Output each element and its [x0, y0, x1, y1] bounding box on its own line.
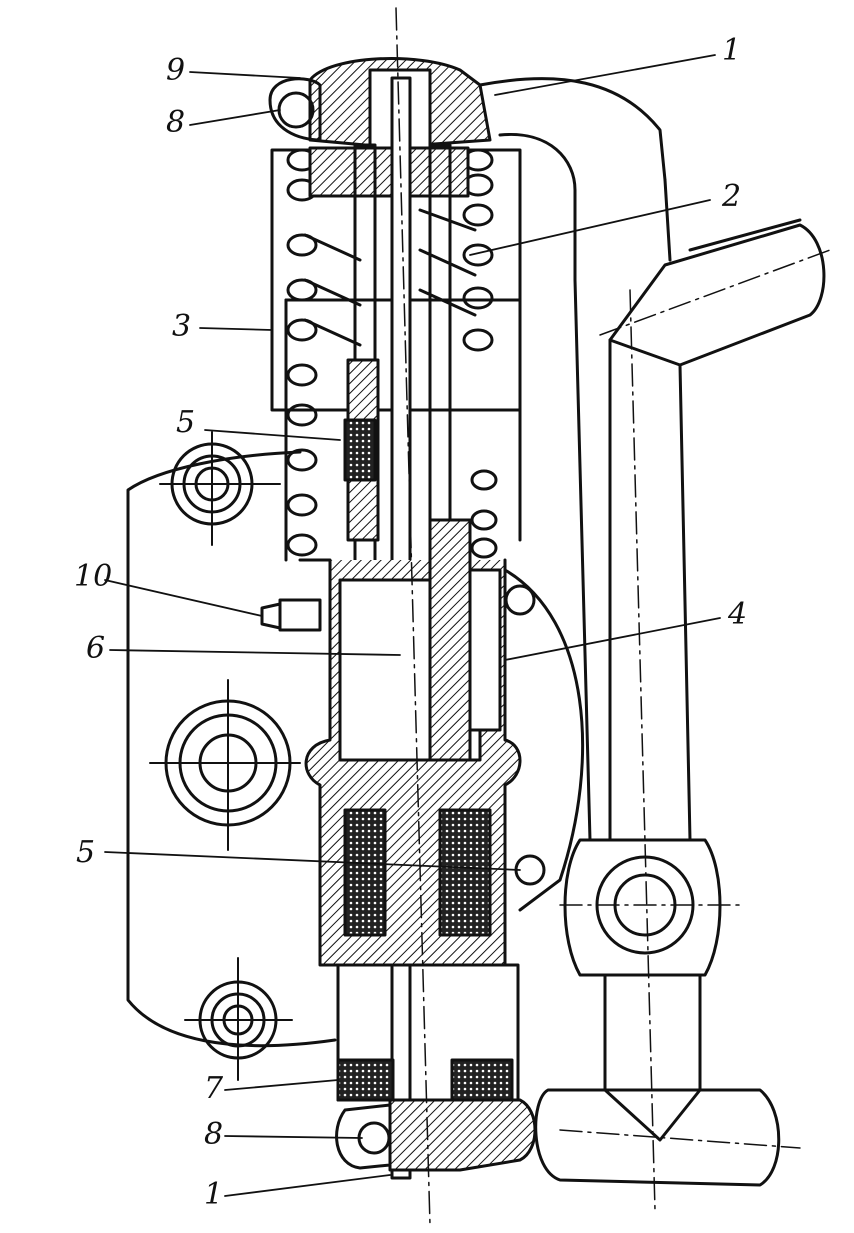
callout-8-bottom: 8	[204, 1117, 224, 1152]
callout-3: 3	[172, 309, 192, 344]
leader-lines	[104, 54, 721, 1197]
callout-4: 4	[728, 597, 748, 632]
packing-upper	[343, 418, 377, 482]
bottom-eye-icon	[335, 1103, 392, 1170]
callout-1-top: 1	[722, 33, 742, 68]
callout-6: 6	[86, 631, 106, 666]
callout-5-upper: 5	[176, 405, 196, 440]
bolt-lower-icon	[184, 957, 293, 1081]
callout-8-top: 8	[166, 105, 186, 140]
callout-9: 9	[166, 53, 186, 88]
bottom-pipe	[534, 1088, 781, 1187]
packing-lower-right	[438, 808, 492, 937]
callout-1-bottom: 1	[204, 1177, 224, 1212]
bottom-cap	[388, 1098, 537, 1172]
mounting-plate	[126, 450, 337, 1048]
pin-upper-icon	[504, 584, 536, 616]
right-linkage-frame	[478, 77, 667, 842]
packing-7	[336, 1058, 395, 1102]
spring-coils	[286, 148, 498, 559]
bolt-middle-icon	[149, 679, 301, 851]
callout-2: 2	[722, 179, 742, 214]
bolt-upper-icon	[159, 431, 281, 546]
packing-lower-left	[343, 808, 387, 937]
callout-10: 10	[74, 559, 113, 594]
pivot-housing-icon	[563, 838, 722, 977]
callout-5-lower: 5	[76, 835, 96, 870]
callout-7: 7	[204, 1071, 224, 1106]
lubricator-nipple-icon	[260, 598, 322, 632]
